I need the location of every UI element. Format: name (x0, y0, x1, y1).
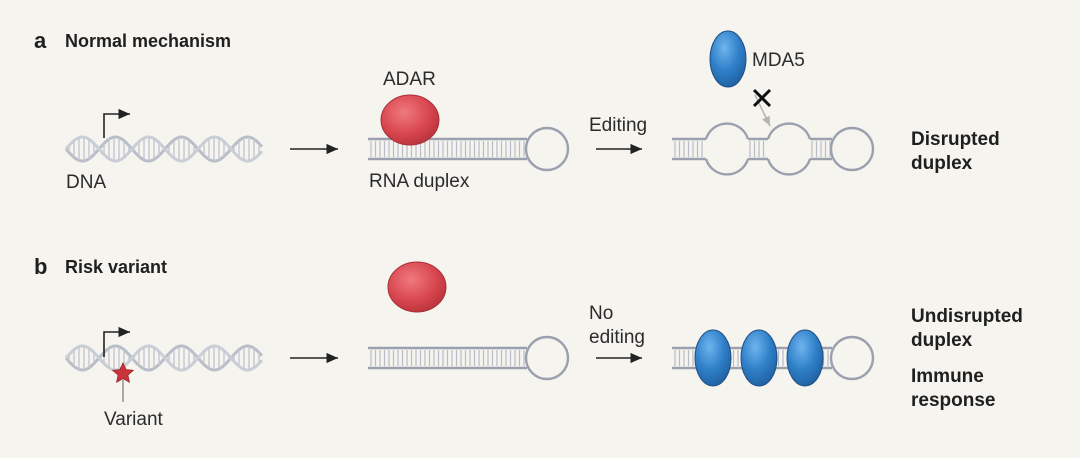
disrupted-duplex (672, 122, 875, 176)
outcome-line-2: duplex (911, 330, 973, 352)
mda5-protein-icon (709, 30, 747, 88)
mda5-protein-icon (786, 329, 824, 387)
outcome-line-2: duplex (911, 153, 973, 175)
rna-duplex (368, 335, 570, 381)
panel-a-letter: a (34, 28, 47, 53)
no-label: No (589, 303, 614, 324)
dna-helix-icon (64, 344, 264, 372)
mda5-label: MDA5 (752, 50, 805, 71)
promoter-arrow (103, 326, 130, 357)
mda5-protein-icon (740, 329, 778, 387)
outcome-label-a: Disrupted duplex (911, 128, 1000, 177)
rna-duplex-label: RNA duplex (369, 171, 470, 192)
editing-label: Editing (589, 115, 648, 136)
panel-a-title: Normal mechanism (65, 31, 232, 51)
outcome-line-1: Undisrupted (911, 306, 1023, 327)
mda5-protein-icon (694, 329, 732, 387)
no-editing-label: No editing (589, 302, 645, 351)
cross-icon (752, 88, 772, 108)
outcome-label-b: Undisrupted duplex (911, 305, 1023, 354)
result-line-2: response (911, 390, 996, 412)
blocked-binding-arrow (754, 94, 771, 127)
immune-response-label: Immune response (911, 365, 995, 414)
promoter-arrow (103, 108, 130, 138)
editing-label: editing (589, 327, 645, 349)
star-icon (111, 362, 135, 383)
adar-label: ADAR (383, 69, 436, 90)
panel-b-letter: b (34, 254, 48, 279)
dna-label: DNA (66, 172, 107, 193)
outcome-line-1: Disrupted (911, 129, 1000, 150)
variant-label: Variant (104, 409, 163, 430)
dna-helix-icon (64, 135, 264, 163)
adar-protein-icon (387, 261, 447, 313)
panel-b-title: Risk variant (65, 257, 168, 277)
result-line-1: Immune (911, 366, 984, 387)
adar-protein-icon (380, 94, 440, 146)
